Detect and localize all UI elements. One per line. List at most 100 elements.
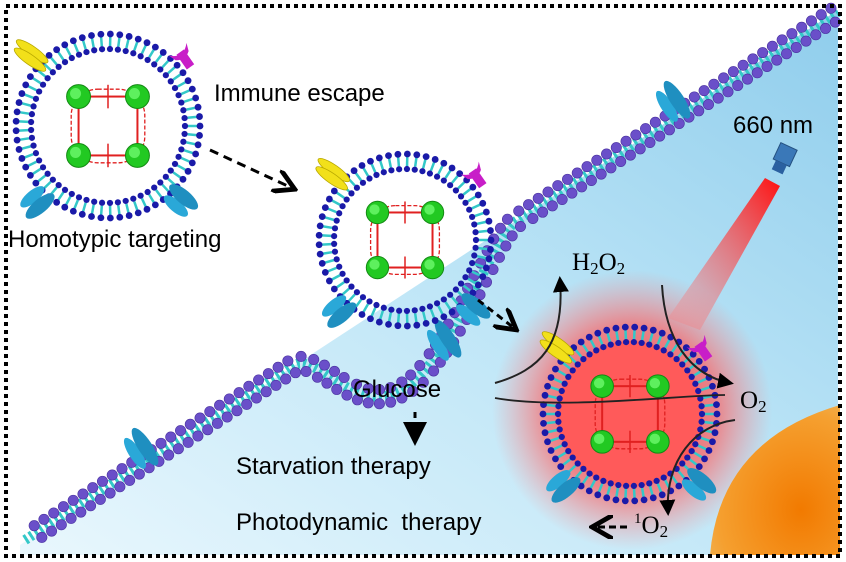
membrane-bead (698, 85, 710, 97)
o2-o: O (740, 387, 759, 414)
membrane-bead (815, 9, 827, 21)
membrane-bead (820, 22, 832, 34)
mof-cluster-icon (124, 142, 150, 168)
membrane-bead (624, 149, 636, 161)
h2o2-sub1: 2 (590, 259, 599, 278)
membrane-bead (581, 161, 593, 173)
membrane-bead (423, 348, 435, 360)
receptor-yellow-icon (539, 331, 575, 364)
membrane-bead (48, 507, 60, 519)
h2o2-o: O (598, 249, 617, 276)
mof-cluster-icon (590, 374, 614, 398)
membrane-bead (742, 73, 754, 85)
curve-h2o2-to-o2 (661, 284, 734, 389)
membrane-bead (718, 72, 730, 84)
membrane-bead (351, 394, 363, 406)
membrane-bead (552, 180, 564, 192)
membrane-bead (194, 412, 206, 424)
membrane-bead (693, 105, 705, 117)
membrane-bead (585, 174, 597, 186)
membrane-bead (634, 143, 646, 155)
label-h2o2: H2O2 (572, 250, 625, 277)
membrane-bead (163, 449, 175, 461)
curve-glucose-to-h2o2 (494, 276, 569, 384)
membrane-bead (87, 482, 99, 494)
membrane-bead (221, 411, 233, 423)
membrane-bead (65, 512, 77, 524)
membrane-bead (727, 66, 739, 78)
membrane-bead (338, 372, 350, 384)
membrane-bead (405, 369, 417, 381)
h2o2-h: H (572, 249, 591, 276)
mof-cluster-icon (66, 142, 92, 168)
membrane-bead (761, 60, 773, 72)
nanoparticles (12, 30, 721, 505)
membrane-protein-icon (546, 470, 581, 503)
membrane-bead (202, 424, 214, 436)
membrane-bead (417, 376, 429, 388)
membrane-bead (384, 382, 396, 394)
membrane-bead (28, 520, 40, 532)
membrane-bead (300, 365, 312, 377)
receptor-magenta-icon (686, 334, 713, 362)
membrane-bead (527, 213, 539, 225)
membrane-bead (501, 213, 513, 225)
membrane-protein-icon (426, 319, 462, 361)
membrane-bead (94, 493, 106, 505)
membrane-bead (184, 418, 196, 430)
singlet-o: O (641, 512, 660, 539)
membrane-bead (396, 392, 408, 404)
membrane-bead (233, 387, 245, 399)
membrane-bead (289, 367, 301, 379)
membrane-protein-icon (163, 184, 199, 217)
membrane-bead (243, 380, 255, 392)
singlet-sub: 2 (659, 522, 669, 541)
membrane-bead (556, 194, 568, 206)
membrane-bead (414, 360, 426, 372)
membrane-bead (500, 240, 512, 252)
nanoparticle-circulating (12, 30, 204, 222)
membrane-bead (55, 519, 67, 531)
membrane-bead (786, 28, 798, 40)
membrane-bead (211, 417, 223, 429)
nanoparticle-activated (539, 323, 721, 505)
membrane-bead (610, 142, 622, 154)
curve-o2-to-singlet (659, 419, 736, 516)
membrane-bead (688, 91, 700, 103)
membrane-bead (75, 506, 87, 518)
h2o2-sub2: 2 (616, 259, 626, 278)
membrane-bead (562, 173, 574, 185)
membrane-bead (428, 365, 440, 377)
membrane-bead (362, 383, 374, 395)
membrane-bead (663, 124, 675, 136)
membrane-bead (595, 168, 607, 180)
membrane-bead (601, 148, 613, 160)
dotted-frame (4, 4, 842, 558)
membrane-bead (362, 397, 374, 409)
membrane-bead (640, 123, 652, 135)
membrane-bead (250, 392, 262, 404)
membrane-bead (810, 29, 822, 41)
membrane-protein-icon (321, 295, 357, 328)
arrow-to-membrane (209, 148, 292, 188)
membrane-bead (328, 365, 340, 377)
laser-device-icon (771, 141, 798, 175)
membrane-bead (781, 48, 793, 60)
label-photodynamic-therapy: Photodynamic therapy (236, 509, 482, 536)
membrane-bead (311, 371, 323, 383)
membrane-bead (396, 376, 408, 388)
membrane-bead (241, 398, 253, 410)
membrane-bead (796, 21, 808, 33)
membrane-bead (374, 384, 386, 396)
membrane-bead (133, 468, 145, 480)
label-wavelength: 660 nm (733, 112, 814, 139)
membrane-bead (272, 361, 284, 373)
membrane-bead (253, 374, 265, 386)
tumor-cell (710, 405, 840, 555)
membrane-bead (712, 92, 724, 104)
mof-cluster-icon (590, 430, 614, 454)
membrane-bead (231, 405, 243, 417)
membrane-bead (67, 494, 79, 506)
mof-cluster-icon (124, 84, 150, 110)
membrane-bead (260, 386, 272, 398)
